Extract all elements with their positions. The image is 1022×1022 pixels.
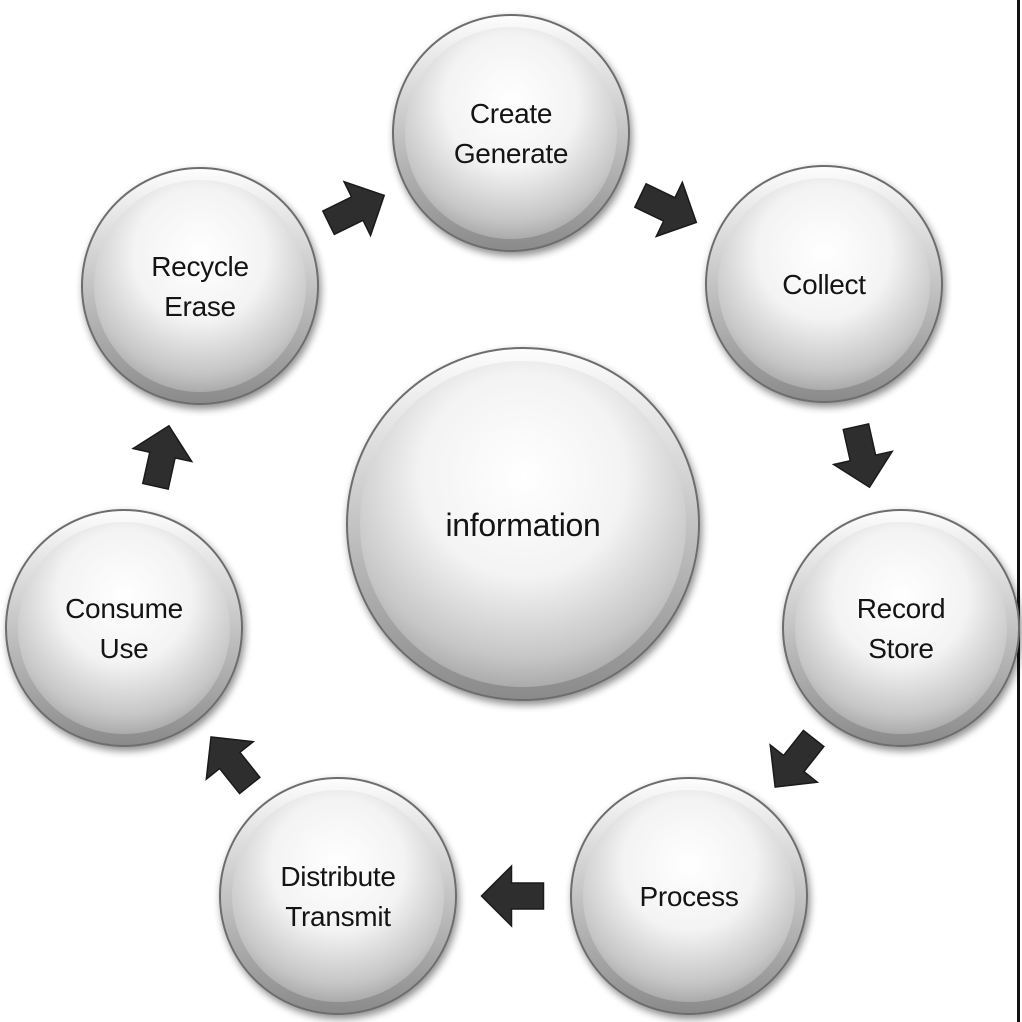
cycle-node-process: Process xyxy=(570,777,808,1015)
center-node xyxy=(346,347,700,701)
node-label: Erase xyxy=(164,291,236,322)
node-label: Use xyxy=(100,633,149,664)
node-sphere xyxy=(81,167,319,405)
node-label: Store xyxy=(868,633,933,664)
arrow-icon xyxy=(480,864,545,928)
node-label: Process xyxy=(639,881,738,912)
cycle-node-collect: Collect xyxy=(705,165,943,403)
frame-edge xyxy=(1017,0,1020,1022)
arrow-icon xyxy=(769,729,825,788)
node-label: Create xyxy=(470,98,552,129)
arrow-icon xyxy=(321,180,386,238)
node-label: Transmit xyxy=(285,901,391,932)
node-sphere xyxy=(219,777,457,1015)
center-label: information xyxy=(446,507,601,543)
arrow-icon xyxy=(633,180,698,238)
arrows-layer xyxy=(131,180,894,928)
node-sphere xyxy=(705,165,943,403)
node-sphere xyxy=(392,14,630,252)
arrow-icon xyxy=(205,736,261,795)
node-sphere xyxy=(5,509,243,747)
node-label: Collect xyxy=(782,269,866,300)
node-label: Recycle xyxy=(151,251,249,282)
node-sphere xyxy=(782,509,1020,747)
node-sphere xyxy=(570,777,808,1015)
node-label: Consume xyxy=(65,593,183,624)
node-label: Distribute xyxy=(280,861,395,892)
node-label: Generate xyxy=(454,138,568,169)
node-label: Record xyxy=(857,593,945,624)
arrow-icon xyxy=(831,422,894,489)
arrow-icon xyxy=(131,424,194,491)
